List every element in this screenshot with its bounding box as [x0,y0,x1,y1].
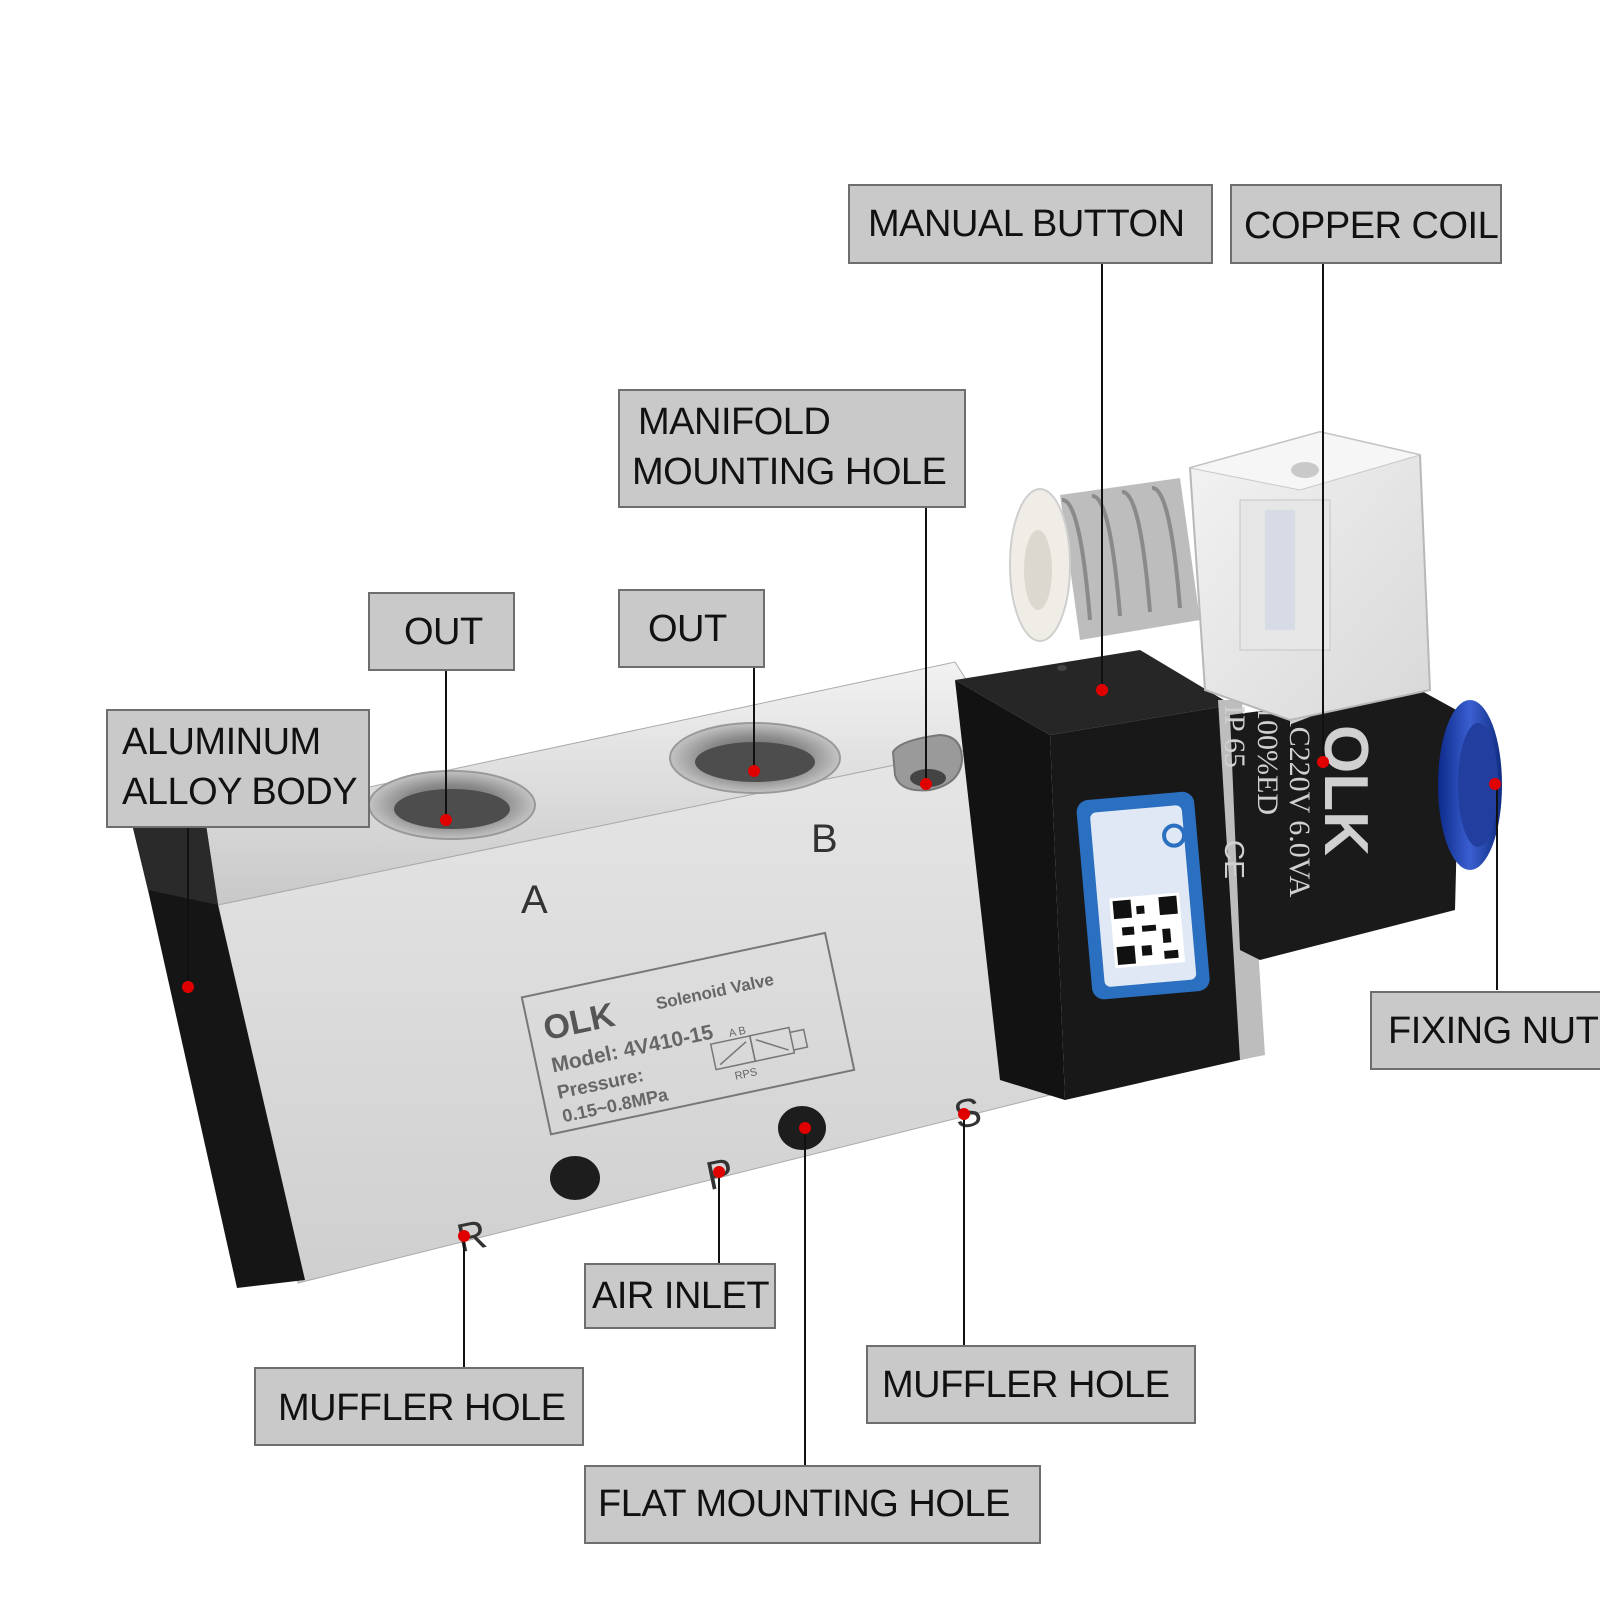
callout-muffler-right-text: MUFFLER HOLE [882,1364,1170,1406]
ce-mark: CE [1219,840,1250,879]
callout-manifold-line1: MANIFOLD [638,401,831,443]
callout-out-b: OUT [618,589,765,668]
qr-code-icon [1109,892,1186,969]
marker-muffler-right [958,1108,970,1120]
copper-coil: OLK AC220V 6.0VA 100%ED IP 65 CE [1218,690,1460,960]
coil-voltage: AC220V 6.0VA [1283,705,1316,898]
symbol-ports-top: A B [728,1025,747,1040]
marker-muffler-left [458,1230,470,1242]
callout-air-inlet: AIR INLET [584,1263,776,1329]
callout-copper-coil-text: COPPER COIL [1244,205,1499,247]
marker-flat-mounting [799,1122,811,1134]
callout-fixing-nut-text: FIXING NUT [1388,1010,1599,1052]
manual-button [1057,665,1067,671]
callout-air-inlet-text: AIR INLET [592,1275,770,1317]
fixing-nut [1438,700,1502,870]
marker-copper-coil [1317,756,1329,768]
callout-muffler-hole-left: MUFFLER HOLE [254,1367,584,1446]
marker-fixing-nut [1489,778,1501,790]
callout-manifold-mounting-hole: MANIFOLD MOUNTING HOLE [618,389,966,508]
marker-manual-button [1096,684,1108,696]
front-hole-left [550,1156,600,1200]
callout-copper-coil: COPPER COIL [1230,184,1502,264]
marker-air-inlet [713,1166,725,1178]
qr-sticker [1076,791,1210,1000]
callout-out-a: OUT [368,592,515,671]
callout-manifold-line2: MOUNTING HOLE [632,451,947,493]
symbol-ports-bottom: RPS [734,1066,759,1082]
marker-body [182,981,194,993]
callout-aluminum-alloy-body: ALUMINUM ALLOY BODY [106,709,370,828]
coil-brand: OLK [1311,725,1380,856]
callout-body-line2: ALLOY BODY [122,771,358,813]
callout-flat-mounting-hole: FLAT MOUNTING HOLE [584,1465,1041,1544]
manifold-hole [891,733,964,792]
marker-manifold [920,778,932,790]
marker-out-a [440,814,452,826]
coil-duty: 100%ED [1251,705,1284,815]
port-a [368,770,536,840]
coil-protection: IP 65 [1218,705,1251,768]
pneumatic-symbol [709,1026,809,1071]
cable-gland [1009,478,1200,642]
callout-fixing-nut: FIXING NUT [1370,991,1600,1070]
callout-muffler-hole-right: MUFFLER HOLE [866,1345,1196,1424]
markers [182,684,1501,1242]
callout-flat-mounting-text: FLAT MOUNTING HOLE [598,1483,1010,1525]
callout-muffler-left-text: MUFFLER HOLE [278,1387,566,1429]
leader-lines [187,263,1498,1465]
connector-housing [1188,430,1432,722]
callout-manual-button-text: MANUAL BUTTON [868,203,1185,245]
callout-body-line1: ALUMINUM [122,721,321,763]
callout-out-b-text: OUT [648,608,727,650]
aluminum-body [133,661,1051,1288]
port-label-a: A [521,878,548,922]
port-label-b: B [811,817,838,861]
marker-out-b [748,765,760,777]
callout-out-a-text: OUT [404,611,483,653]
callout-manual-button: MANUAL BUTTON [848,184,1213,264]
